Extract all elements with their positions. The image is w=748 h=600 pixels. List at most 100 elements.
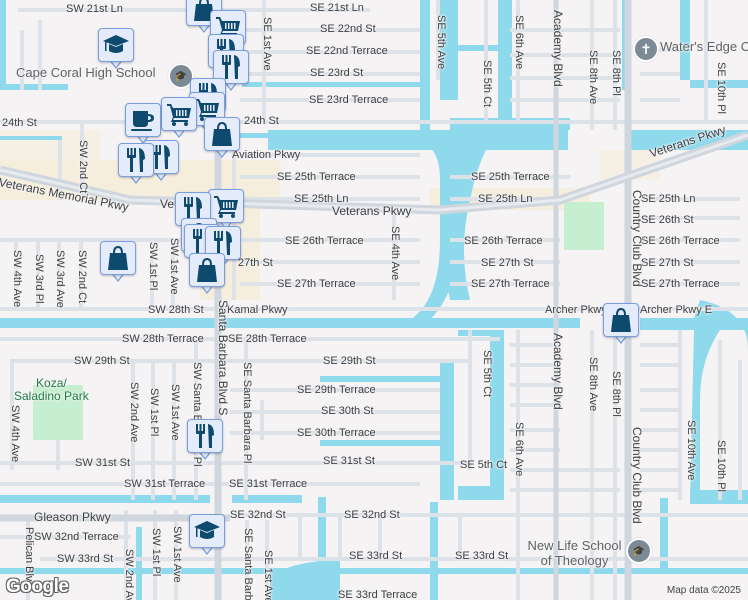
- street-label: SE 8th Pl: [610, 50, 622, 96]
- street-label: SE 25th Terrace: [277, 171, 356, 183]
- marker-box: [98, 28, 134, 62]
- poi-marker-restaurant[interactable]: [118, 143, 154, 187]
- marker-box: [161, 97, 197, 131]
- street-label: SE 25th Ln: [641, 193, 696, 205]
- place-label[interactable]: New Life School of Theology: [527, 538, 622, 568]
- street-label: SW 1st Ave: [169, 384, 181, 441]
- street-label: SE 21st Ln: [310, 2, 364, 14]
- marker-pointer: [223, 80, 239, 91]
- street-label: 24th St: [244, 115, 279, 127]
- street-label: SE 25th Ln: [294, 193, 349, 205]
- marker-pointer: [171, 127, 187, 138]
- street-label: SW 1st Pl: [150, 528, 162, 577]
- street-label: SW 3rd Ave: [54, 250, 66, 308]
- school-icon[interactable]: 🎓: [168, 63, 194, 89]
- street-label: SE 28th Terrace: [228, 333, 307, 345]
- street-label: SW 29th St: [74, 355, 130, 367]
- restaurant-icon: [193, 423, 217, 449]
- street-label: SE 27th Terrace: [641, 278, 720, 290]
- street-label: SE 5th Ct: [481, 60, 493, 108]
- street-label: SE 25th Ln: [478, 193, 533, 205]
- poi-marker-shopping-bag[interactable]: [204, 117, 240, 161]
- major-road-label: Country Club Blvd: [630, 190, 644, 287]
- street-label: SE 8th Ave: [587, 357, 599, 412]
- marker-pointer: [196, 22, 212, 33]
- street-label: SE 31st St: [323, 455, 375, 467]
- street-label: SW 1st Pl: [147, 242, 159, 291]
- street-label: Kamal Pkwy: [227, 304, 288, 316]
- poi-marker-restaurant[interactable]: [187, 419, 223, 463]
- street-label: SE 10th Pl: [715, 62, 727, 114]
- street-label: SW 31st Terrace: [124, 478, 206, 490]
- street-label: SW 1st Ave: [171, 526, 183, 583]
- street-label: SE 26th Terrace: [285, 235, 364, 247]
- shopping-cart-icon: [194, 96, 220, 122]
- shopping-cart-icon: [213, 193, 239, 219]
- marker-pointer: [108, 58, 124, 69]
- marker-pointer: [110, 271, 126, 282]
- place-label[interactable]: Cape Coral High School: [16, 65, 156, 80]
- church-icon[interactable]: ✝: [633, 36, 659, 62]
- shopping-bag-icon: [195, 257, 219, 283]
- restaurant-icon: [124, 147, 148, 173]
- major-road-label: Gleason Pkwy: [34, 510, 111, 524]
- place-label[interactable]: Water's Edge Church: [660, 39, 748, 54]
- street-label: SE 23rd Terrace: [309, 94, 389, 106]
- school-icon[interactable]: 🎓: [626, 538, 652, 564]
- marker-box: [189, 514, 225, 548]
- poi-marker-shopping-bag[interactable]: [100, 241, 136, 285]
- marker-pointer: [153, 170, 169, 181]
- street-label: SE 33rd St: [349, 550, 403, 562]
- major-road-label: Country Club Blvd: [630, 427, 644, 524]
- street-label: Aviation Pkwy: [232, 149, 301, 161]
- marker-pointer: [197, 449, 213, 460]
- street-label: SW 2nd Ct: [77, 140, 89, 194]
- street-label: SE 4th Ave: [389, 226, 401, 281]
- street-label: Archer Pkwy E: [640, 304, 713, 316]
- poi-marker-shopping-cart[interactable]: [161, 97, 197, 141]
- street-label: SE Santa Barbara Pl: [242, 528, 254, 600]
- poi-marker-shopping-bag[interactable]: [189, 253, 225, 297]
- marker-pointer: [613, 333, 629, 344]
- street-label: SE 32nd St: [230, 509, 286, 521]
- marker-box: [125, 103, 161, 137]
- street-label: SW 33rd St: [57, 553, 114, 565]
- marker-box: [208, 189, 244, 223]
- restaurant-icon: [219, 54, 243, 80]
- street-label: SE 8th Ave: [587, 50, 599, 105]
- street-label: SE 27th Terrace: [471, 278, 550, 290]
- street-label: SE 8th Pl: [610, 371, 622, 417]
- major-road-label: Academy Blvd: [551, 10, 565, 87]
- street-label: SW 2nd Ave: [128, 382, 140, 443]
- poi-marker-coffee[interactable]: [125, 103, 161, 147]
- street-label: SE 6th Ave: [513, 422, 525, 477]
- street-label: SE 29th Terrace: [297, 384, 376, 396]
- street-label: SW 4th Ave: [9, 405, 21, 463]
- restaurant-icon: [181, 196, 205, 222]
- poi-marker-shopping-cart[interactable]: [208, 189, 244, 233]
- poi-marker-school[interactable]: [98, 28, 134, 72]
- street-label: Archer Pkwy: [545, 304, 607, 316]
- street-label: SE 33rd St: [455, 550, 509, 562]
- street-label: 27th St: [238, 257, 273, 269]
- street-label: SE 1st Ave: [261, 17, 273, 71]
- coffee-icon: [130, 108, 156, 132]
- marker-box: [205, 226, 241, 260]
- street-label: SE 1st Ave: [262, 550, 274, 600]
- street-label: SE 10th Ave: [685, 420, 697, 481]
- street-label: SE 27th Terrace: [277, 278, 356, 290]
- poi-marker-school[interactable]: [189, 514, 225, 558]
- street-label: SE 26th Terrace: [464, 235, 543, 247]
- street-label: SW 1st Ave: [168, 238, 180, 295]
- street-label: SW 2nd Ct: [76, 250, 88, 304]
- street-label: SE 5th Ave: [435, 15, 447, 70]
- street-label: SE 30th St: [321, 405, 374, 417]
- restaurant-icon: [211, 230, 235, 256]
- shopping-bag-icon: [192, 0, 216, 22]
- marker-pointer: [135, 133, 151, 144]
- map-attribution[interactable]: Map data ©2025: [663, 585, 744, 596]
- poi-marker-shopping-bag[interactable]: [603, 303, 639, 347]
- park-label[interactable]: Koza/ Saladino Park: [14, 376, 89, 403]
